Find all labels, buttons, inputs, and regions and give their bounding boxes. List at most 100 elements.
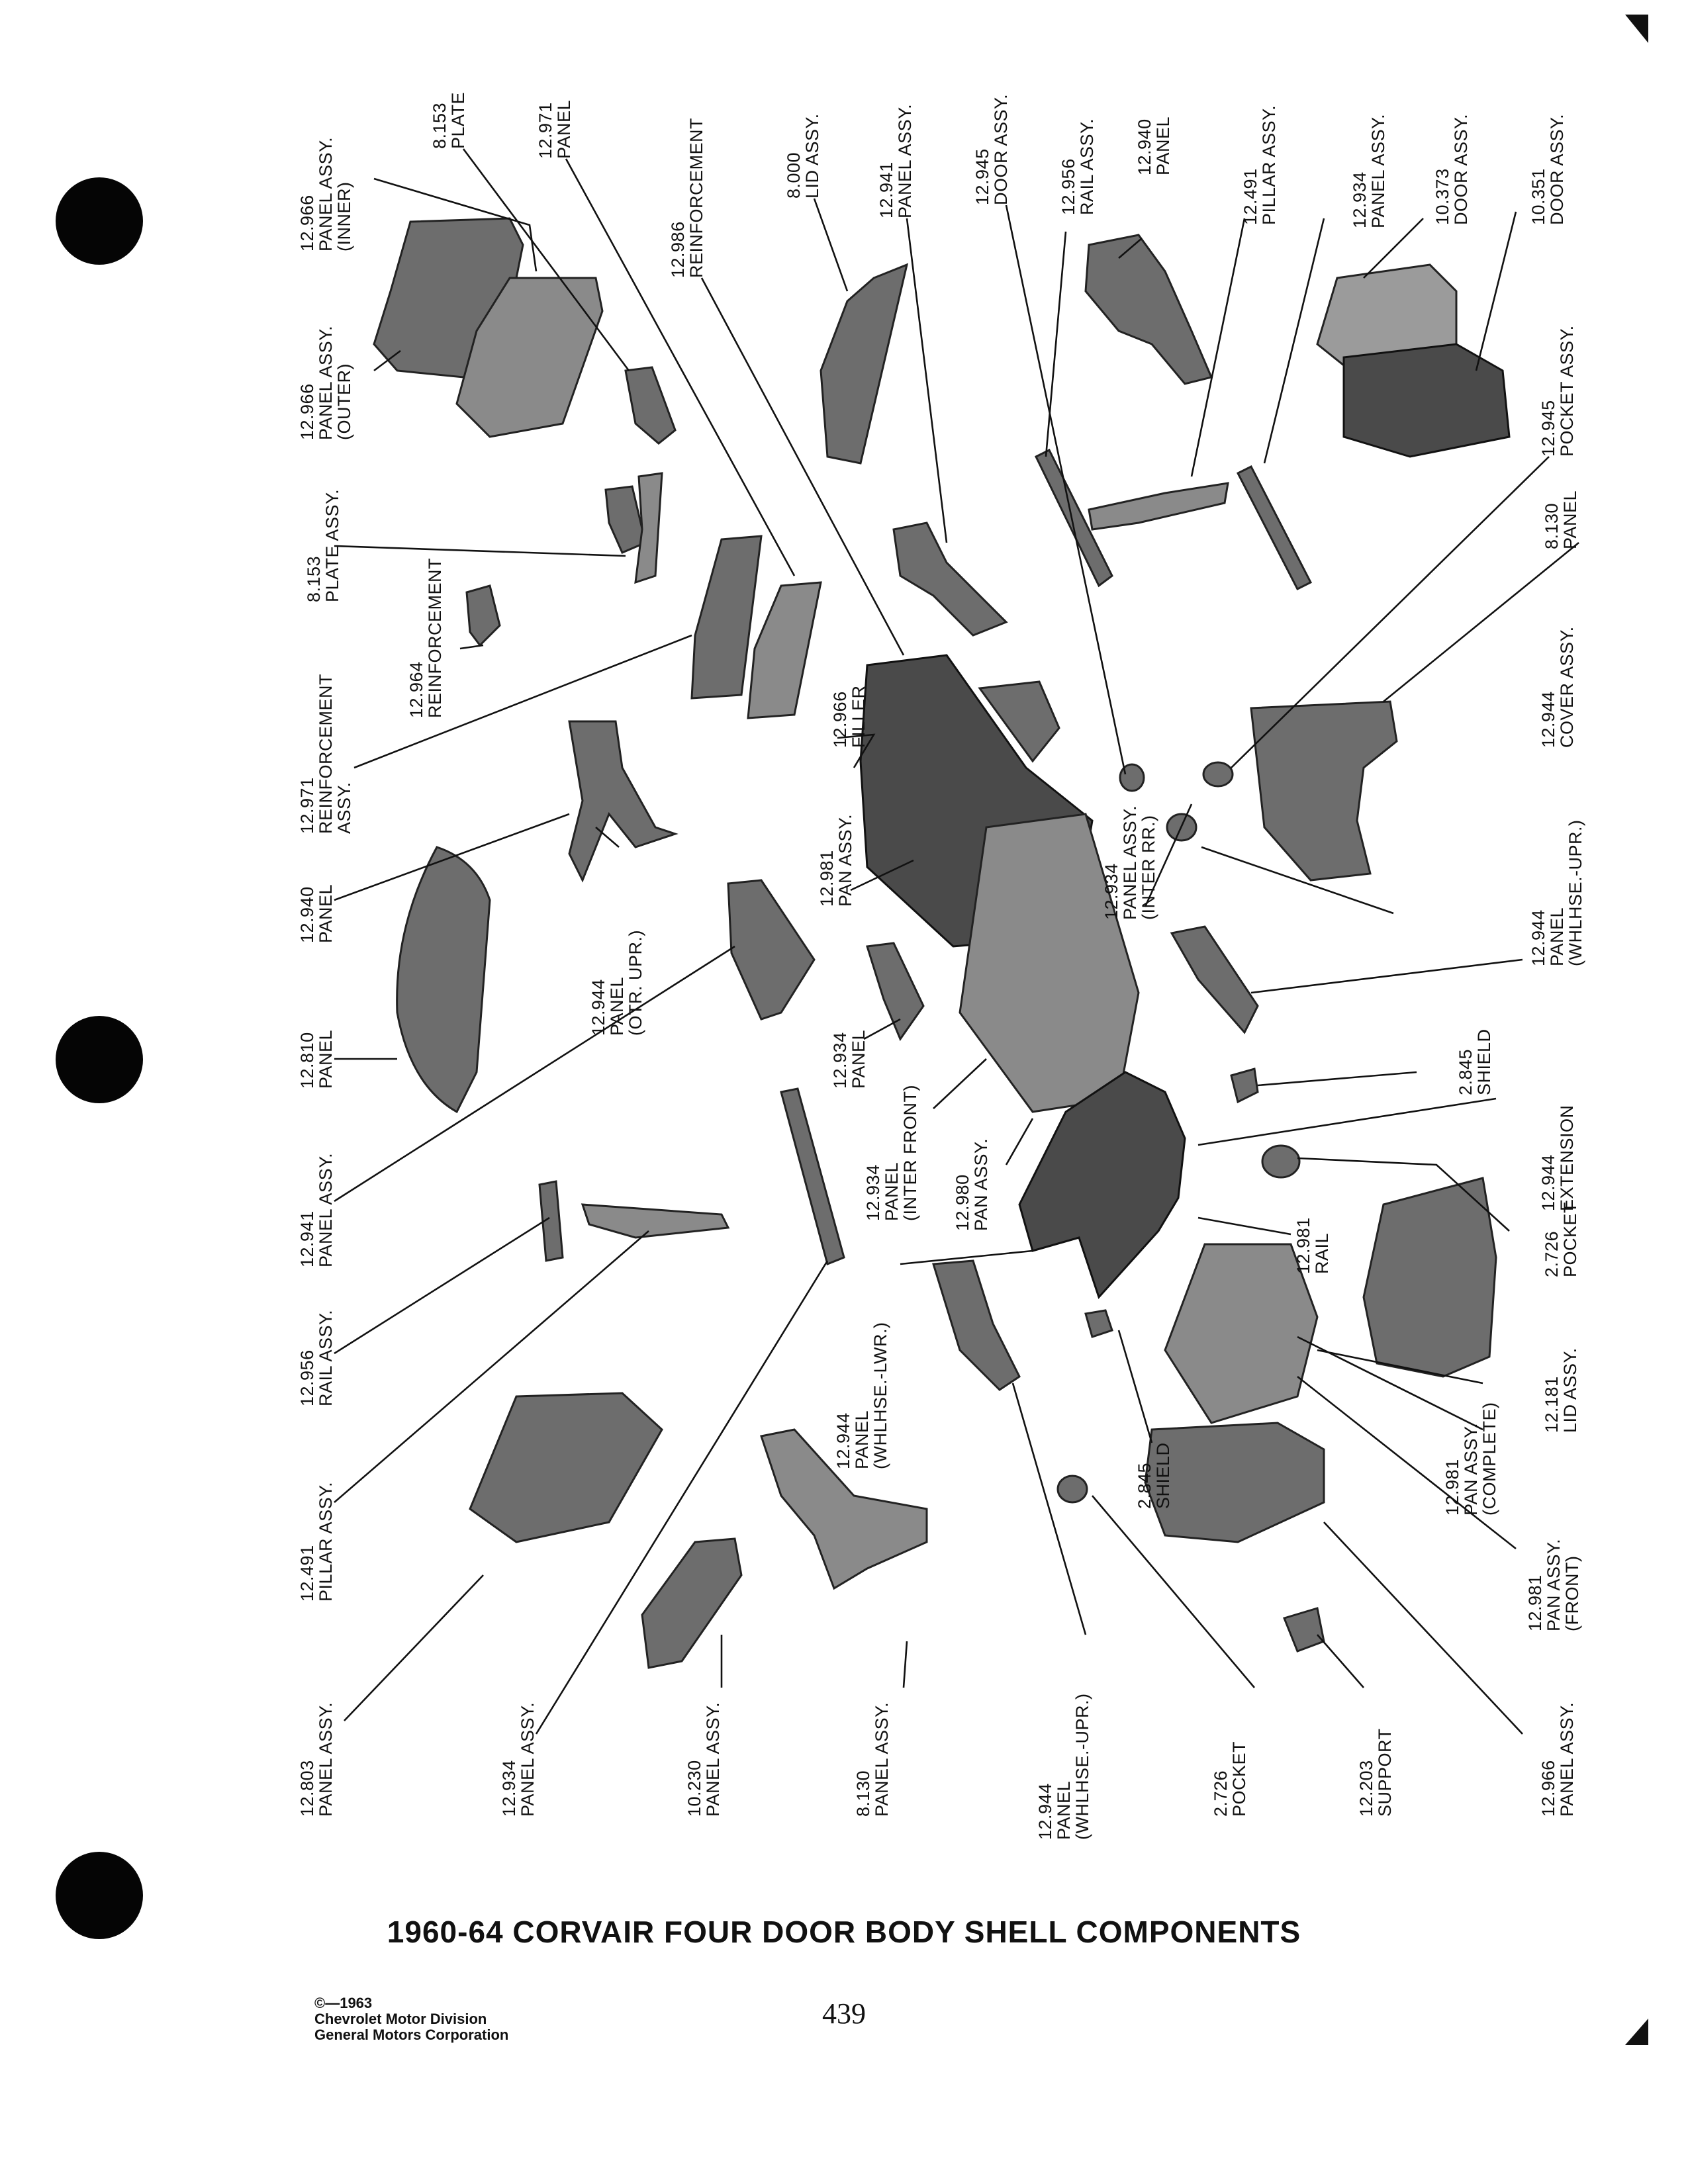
label-12966-outer: 12.966 PANEL ASSY. (OUTER) <box>297 325 354 440</box>
part-12981-front-structure <box>1018 1071 1186 1299</box>
label-12203: 12.203 SUPPORT <box>1356 1728 1395 1817</box>
part-8000-lid <box>820 263 909 465</box>
label-8153-plate-assy: 8.153 PLATE ASSY. <box>304 488 342 602</box>
label-8130-bottom: 8.130 PANEL ASSY. <box>853 1702 892 1817</box>
part-8153-plate <box>624 366 677 445</box>
label-12944-otr-upr: 12.944 PANEL (OTR. UPR.) <box>588 930 645 1036</box>
label-12981-complete: 12.981 PAN ASSY. (COMPLETE) <box>1442 1402 1499 1516</box>
label-12940-left: 12.940 PANEL <box>297 884 336 943</box>
label-12966-filler: 12.966 FILLER <box>830 685 868 748</box>
part-12944-cover <box>1119 763 1145 792</box>
part-12940-left <box>568 720 679 883</box>
label-12944-whlhse-lwr: 12.944 PANEL (WHLHSE.-LWR.) <box>833 1322 890 1470</box>
part-8153-plate-assy-b <box>634 472 663 584</box>
label-12945-door: 12.945 DOOR ASSY. <box>972 93 1011 205</box>
part-12981-complete <box>1164 1243 1319 1424</box>
part-2726-pocket-right <box>1261 1144 1301 1179</box>
label-12803: 12.803 PANEL ASSY. <box>297 1702 336 1817</box>
label-12491-top: 12.491 PILLAR ASSY. <box>1241 105 1279 225</box>
label-2845-shield-mid: 2.845 SHIELD <box>1135 1442 1173 1509</box>
label-12971-panel: 12.971 PANEL <box>536 99 574 159</box>
part-12956-rail-right <box>1035 448 1113 588</box>
label-12944-cover: 12.944 COVER ASSY. <box>1538 626 1577 748</box>
part-12966-inner <box>455 277 604 438</box>
page-title: 1960-64 CORVAIR FOUR DOOR BODY SHELL COM… <box>387 1915 1301 1949</box>
label-12940-top: 12.940 PANEL <box>1135 116 1173 175</box>
part-10351-door <box>1342 343 1511 458</box>
label-12971-reinforcement-assy: 12.971 REINFORCEMENT ASSY. <box>297 674 354 834</box>
label-12181-lid: 12.181 LID ASSY. <box>1542 1347 1580 1433</box>
label-12945-pocket: 12.945 POCKET ASSY. <box>1538 325 1577 457</box>
part-12945-pocket <box>1202 761 1234 788</box>
part-2845-shield-mid <box>1084 1309 1113 1338</box>
part-12934-rail-right <box>1236 465 1313 591</box>
corner-mark-top-right <box>1625 15 1648 43</box>
part-12491-pillar <box>1088 482 1229 531</box>
label-12966-inner: 12.966 PANEL ASSY. (INNER) <box>297 136 354 251</box>
label-8000-lid: 8.000 LID ASSY. <box>784 113 822 199</box>
label-12810-panel: 12.810 PANEL <box>297 1029 336 1089</box>
label-12934-inter-rr: 12.934 PANEL ASSY. (INTER RR.) <box>1102 805 1158 920</box>
part-12934-panel-mid <box>866 942 925 1042</box>
part-12944-whl-lwr <box>932 1259 1021 1391</box>
page-number: 439 <box>822 1997 866 2030</box>
part-12981-front <box>1144 1422 1325 1543</box>
label-12966-bottom: 12.966 PANEL ASSY. <box>1538 1702 1577 1817</box>
label-12956-left: 12.956 RAIL ASSY. <box>297 1309 336 1406</box>
part-2726-pocket-bottom <box>1056 1475 1088 1504</box>
copyright-notice: ©—1963 Chevrolet Motor Division General … <box>314 1995 509 2043</box>
part-2845-shield-right <box>1230 1068 1259 1104</box>
part-8130-panel-bottom <box>760 1428 928 1590</box>
label-10230: 10.230 PANEL ASSY. <box>684 1702 723 1817</box>
leader-lines <box>334 148 1579 1735</box>
label-12981-front: 12.981 PAN ASSY. (FRONT) <box>1525 1538 1582 1631</box>
label-12941-left: 12.941 PANEL ASSY. <box>297 1152 336 1267</box>
label-12934-panel-mid: 12.934 PANEL <box>830 1029 868 1089</box>
part-12941-top <box>892 522 1008 637</box>
binder-hole-bottom <box>56 1852 143 1939</box>
label-2726-pocket-right: 2.726 POCKET <box>1542 1201 1580 1277</box>
corner-mark-bottom-right <box>1625 2019 1648 2045</box>
label-12491-left: 12.491 PILLAR ASSY. <box>297 1481 336 1602</box>
part-12181-lid <box>1362 1177 1497 1378</box>
part-12964-reinforcement <box>465 584 501 647</box>
label-12944-whlhse-upr-bottom: 12.944 PANEL (WHLHSE.-UPR.) <box>1035 1693 1092 1841</box>
part-12934-inter-rr <box>978 680 1060 763</box>
label-10373-door: 10.373 DOOR ASSY. <box>1432 113 1471 225</box>
part-12803-panel <box>469 1392 663 1543</box>
part-12956-rail-left <box>538 1180 564 1262</box>
label-12981-rail: 12.981 RAIL <box>1293 1217 1332 1274</box>
part-12491-pillar-left <box>581 1203 730 1239</box>
label-12956-top: 12.956 RAIL ASSY. <box>1058 118 1097 215</box>
label-12964-reinforcement: 12.964 REINFORCEMENT <box>406 558 445 718</box>
part-8130-panel-quarter <box>1250 700 1398 882</box>
label-12980-pan: 12.980 PAN ASSY. <box>953 1138 991 1231</box>
part-12203-support <box>1282 1607 1325 1653</box>
label-2845-shield-right: 2.845 SHIELD <box>1456 1028 1494 1095</box>
part-12810-panel <box>396 846 491 1114</box>
part-12971-panel <box>747 581 822 719</box>
label-2726-pocket-bottom: 2.726 POCKET <box>1211 1741 1249 1817</box>
label-12944-whlhse-upr-right: 12.944 PANEL (WHLHSE.-UPR.) <box>1528 819 1585 967</box>
part-12934-rocker-left <box>780 1087 845 1266</box>
label-12986-reinforcement: 12.986 REINFORCEMENT <box>668 118 706 278</box>
label-12941-top: 12.941 PANEL ASSY. <box>876 103 915 218</box>
label-12934-bottom: 12.934 PANEL ASSY. <box>499 1702 538 1817</box>
part-8153-plate-assy <box>604 485 647 554</box>
label-12981-pan: 12.981 PAN ASSY. <box>817 813 855 907</box>
part-10230-panel <box>641 1537 743 1669</box>
part-12941-left <box>727 879 816 1021</box>
label-12944-extension: 12.944 EXTENSION <box>1538 1105 1577 1211</box>
binder-hole-top <box>56 177 143 265</box>
part-12971-reinforcement-assy <box>690 535 763 700</box>
label-12934-inter-front: 12.934 PANEL (INTER FRONT) <box>863 1085 920 1221</box>
label-8153-plate: 8.153 PLATE <box>430 91 468 149</box>
label-12934-top: 12.934 PANEL ASSY. <box>1350 113 1388 228</box>
label-8130-panel: 8.130 PANEL <box>1542 490 1580 549</box>
part-12944-extension <box>1170 925 1259 1034</box>
binder-hole-middle <box>56 1016 143 1103</box>
part-12940-top <box>1084 234 1213 385</box>
label-10351-door: 10.351 DOOR ASSY. <box>1528 113 1567 225</box>
